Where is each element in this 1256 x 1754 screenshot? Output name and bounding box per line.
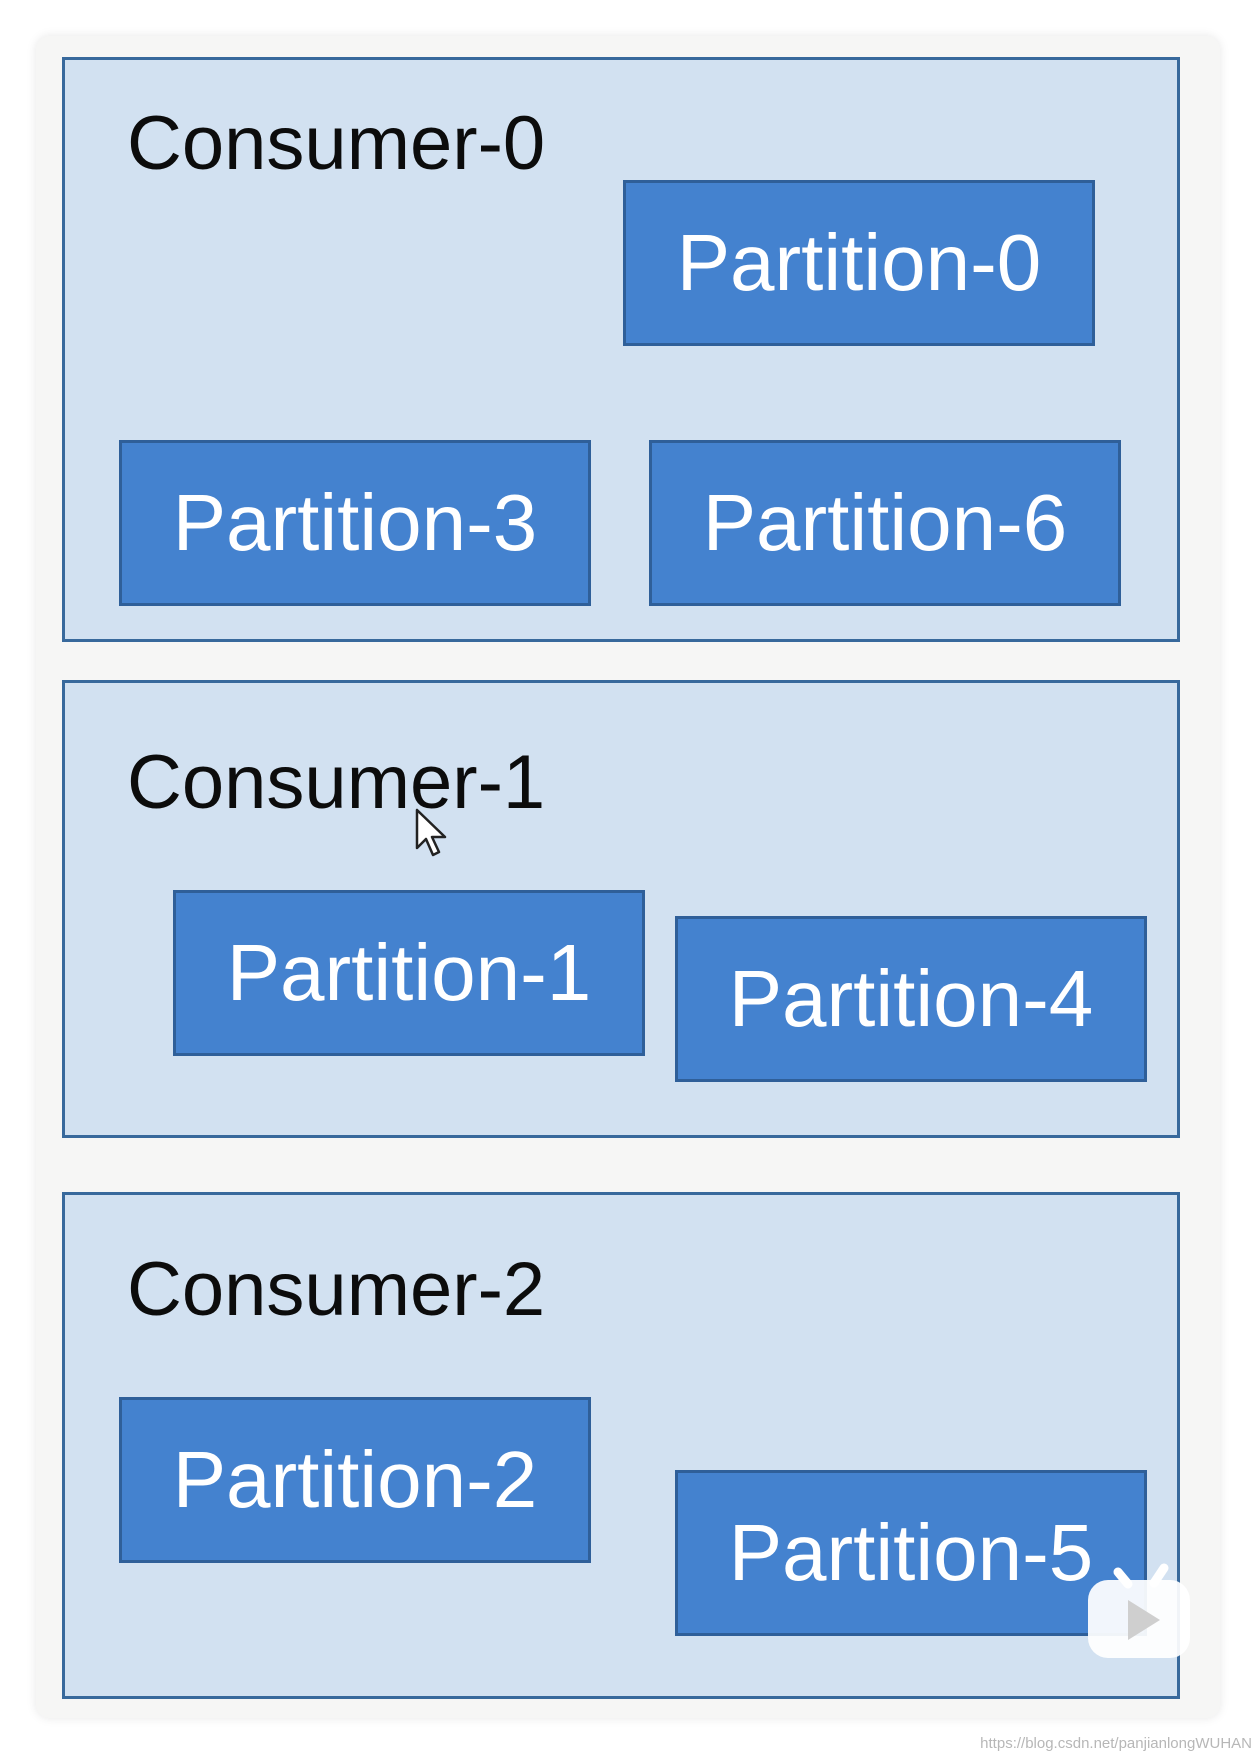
partition-box: Partition-5 <box>675 1470 1147 1636</box>
consumer-label-2: Consumer-2 <box>127 1247 546 1332</box>
partition-box: Partition-2 <box>119 1397 591 1563</box>
partition-box: Partition-3 <box>119 440 591 606</box>
consumer-group-1: Consumer-1 Partition-1 Partition-4 <box>62 680 1180 1138</box>
partition-box: Partition-1 <box>173 890 645 1056</box>
consumer-label-0: Consumer-0 <box>127 101 546 186</box>
consumer-label-1: Consumer-1 <box>127 740 546 825</box>
consumer-group-0: Consumer-0 Partition-0 Partition-3 Parti… <box>62 57 1180 642</box>
partition-box: Partition-6 <box>649 440 1121 606</box>
partition-box: Partition-0 <box>623 180 1095 346</box>
consumer-group-2: Consumer-2 Partition-2 Partition-5 <box>62 1192 1180 1699</box>
watermark-url: https://blog.csdn.net/panjianlongWUHAN <box>980 1735 1252 1752</box>
video-play-icon[interactable] <box>1084 1556 1194 1662</box>
mouse-pointer-icon <box>415 808 447 857</box>
partition-box: Partition-4 <box>675 916 1147 1082</box>
